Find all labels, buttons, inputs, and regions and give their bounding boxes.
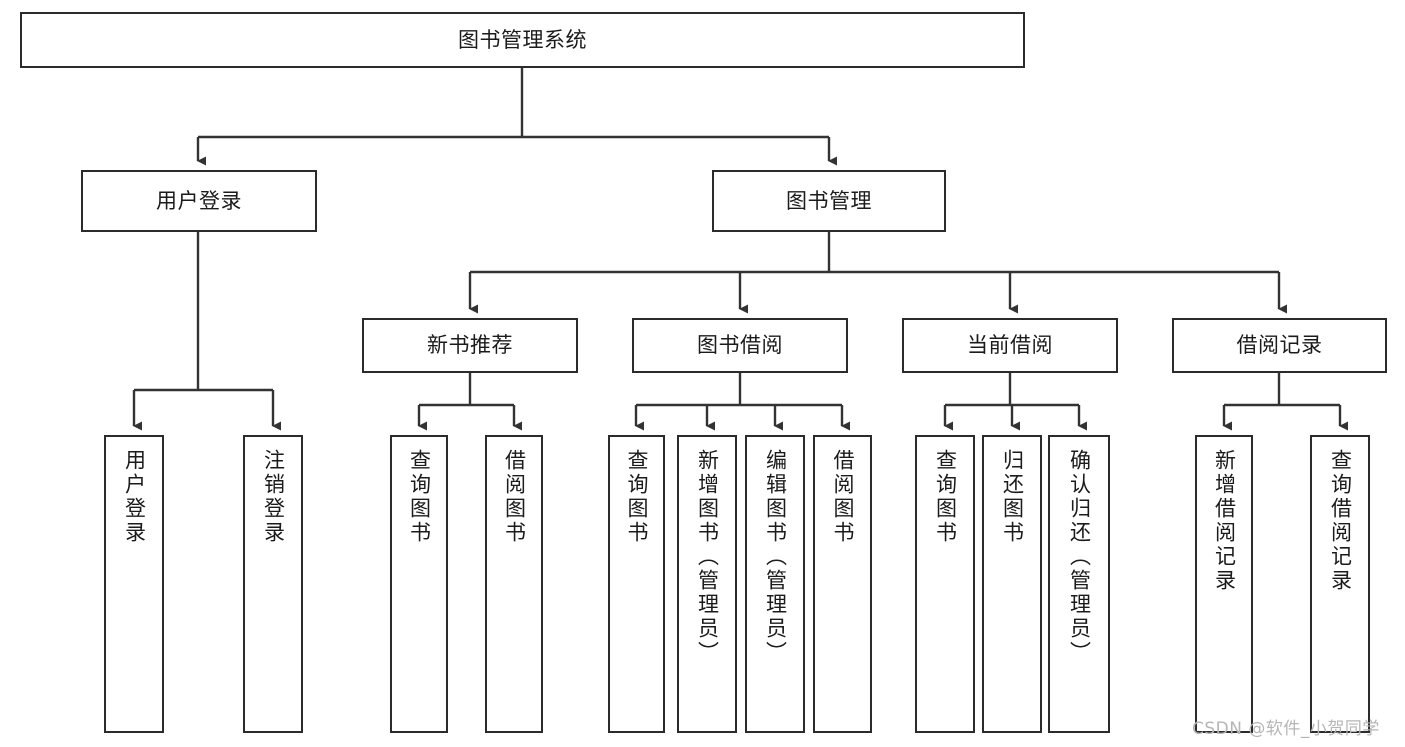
node-label-root: 图书管理系统 (458, 27, 587, 52)
node-book-manage[interactable]: 图书管理 (712, 170, 946, 232)
node-label-leaf-query-record: 查询借阅记录 (1328, 449, 1353, 593)
node-label-leaf-add-book: 新增图书（管理员） (695, 449, 720, 665)
node-book-borrow[interactable]: 图书借阅 (632, 318, 848, 373)
node-leaf-borrow-book-2[interactable]: 借阅图书 (813, 435, 872, 733)
node-leaf-logout[interactable]: 注销登录 (243, 435, 303, 733)
node-user-login[interactable]: 用户登录 (81, 170, 317, 232)
node-leaf-edit-book[interactable]: 编辑图书（管理员） (745, 435, 805, 733)
node-label-user-login: 用户登录 (156, 188, 242, 213)
node-leaf-borrow-book-1[interactable]: 借阅图书 (485, 435, 543, 733)
node-label-leaf-edit-book: 编辑图书（管理员） (763, 449, 788, 665)
node-current-borrow[interactable]: 当前借阅 (902, 318, 1118, 373)
node-label-leaf-query-book-1: 查询图书 (407, 449, 432, 545)
node-label-leaf-borrow-book-2: 借阅图书 (831, 449, 855, 545)
node-new-book-rec[interactable]: 新书推荐 (362, 318, 578, 373)
node-label-leaf-borrow-book-1: 借阅图书 (502, 449, 527, 545)
node-label-leaf-logout: 注销登录 (261, 449, 286, 545)
node-label-leaf-add-record: 新增借阅记录 (1212, 449, 1237, 593)
node-label-leaf-return-book: 归还图书 (1000, 449, 1025, 545)
node-label-leaf-confirm-return: 确认归还（管理员） (1067, 449, 1092, 665)
node-label-leaf-query-book-2: 查询图书 (625, 449, 649, 545)
node-label-current-borrow: 当前借阅 (967, 333, 1053, 358)
node-borrow-record[interactable]: 借阅记录 (1172, 318, 1387, 373)
node-leaf-user-login[interactable]: 用户登录 (104, 435, 164, 733)
node-leaf-query-book-3[interactable]: 查询图书 (915, 435, 975, 733)
node-label-leaf-query-book-3: 查询图书 (933, 449, 958, 545)
node-label-borrow-record: 借阅记录 (1236, 333, 1323, 358)
node-leaf-confirm-return[interactable]: 确认归还（管理员） (1048, 435, 1110, 733)
node-label-book-borrow: 图书借阅 (697, 333, 783, 358)
node-root[interactable]: 图书管理系统 (20, 12, 1025, 68)
node-label-book-manage: 图书管理 (786, 188, 872, 213)
node-leaf-query-book-2[interactable]: 查询图书 (608, 435, 665, 733)
node-leaf-return-book[interactable]: 归还图书 (982, 435, 1042, 733)
node-leaf-query-book-1[interactable]: 查询图书 (390, 435, 448, 733)
node-leaf-query-record[interactable]: 查询借阅记录 (1310, 435, 1370, 733)
node-label-new-book-rec: 新书推荐 (427, 333, 513, 358)
node-leaf-add-record[interactable]: 新增借阅记录 (1195, 435, 1253, 733)
node-leaf-add-book[interactable]: 新增图书（管理员） (677, 435, 737, 733)
node-label-leaf-user-login: 用户登录 (122, 449, 147, 545)
